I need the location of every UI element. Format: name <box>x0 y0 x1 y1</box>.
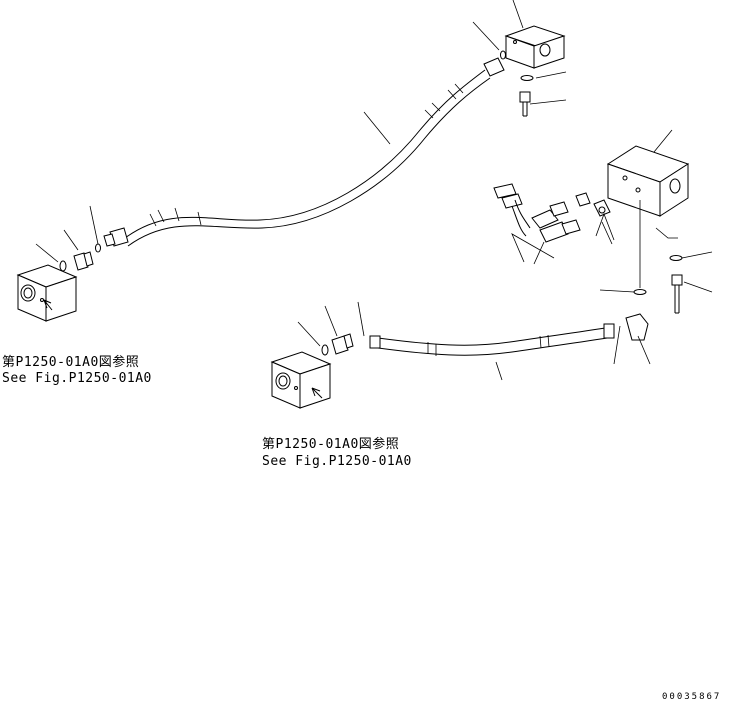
top-right-block <box>500 25 566 117</box>
solenoid-valve <box>493 183 611 243</box>
reference-label-jp-left: 第P1250-01A0図参照 <box>2 355 140 370</box>
upper-hose <box>103 57 505 247</box>
left-valve-block <box>16 264 78 322</box>
right-manifold-block <box>606 145 690 314</box>
middle-fittings <box>311 333 354 399</box>
left-fittings <box>43 243 101 311</box>
middle-valve-block <box>270 351 332 409</box>
lower-hose <box>369 313 649 356</box>
reference-label-en-middle: See Fig.P1250-01A0 <box>262 454 412 469</box>
reference-label-en-left: See Fig.P1250-01A0 <box>2 371 152 386</box>
leader-lines <box>35 0 713 381</box>
reference-label-jp-middle: 第P1250-01A0図参照 <box>262 437 400 452</box>
drawing-code: 00035867 <box>662 692 722 702</box>
